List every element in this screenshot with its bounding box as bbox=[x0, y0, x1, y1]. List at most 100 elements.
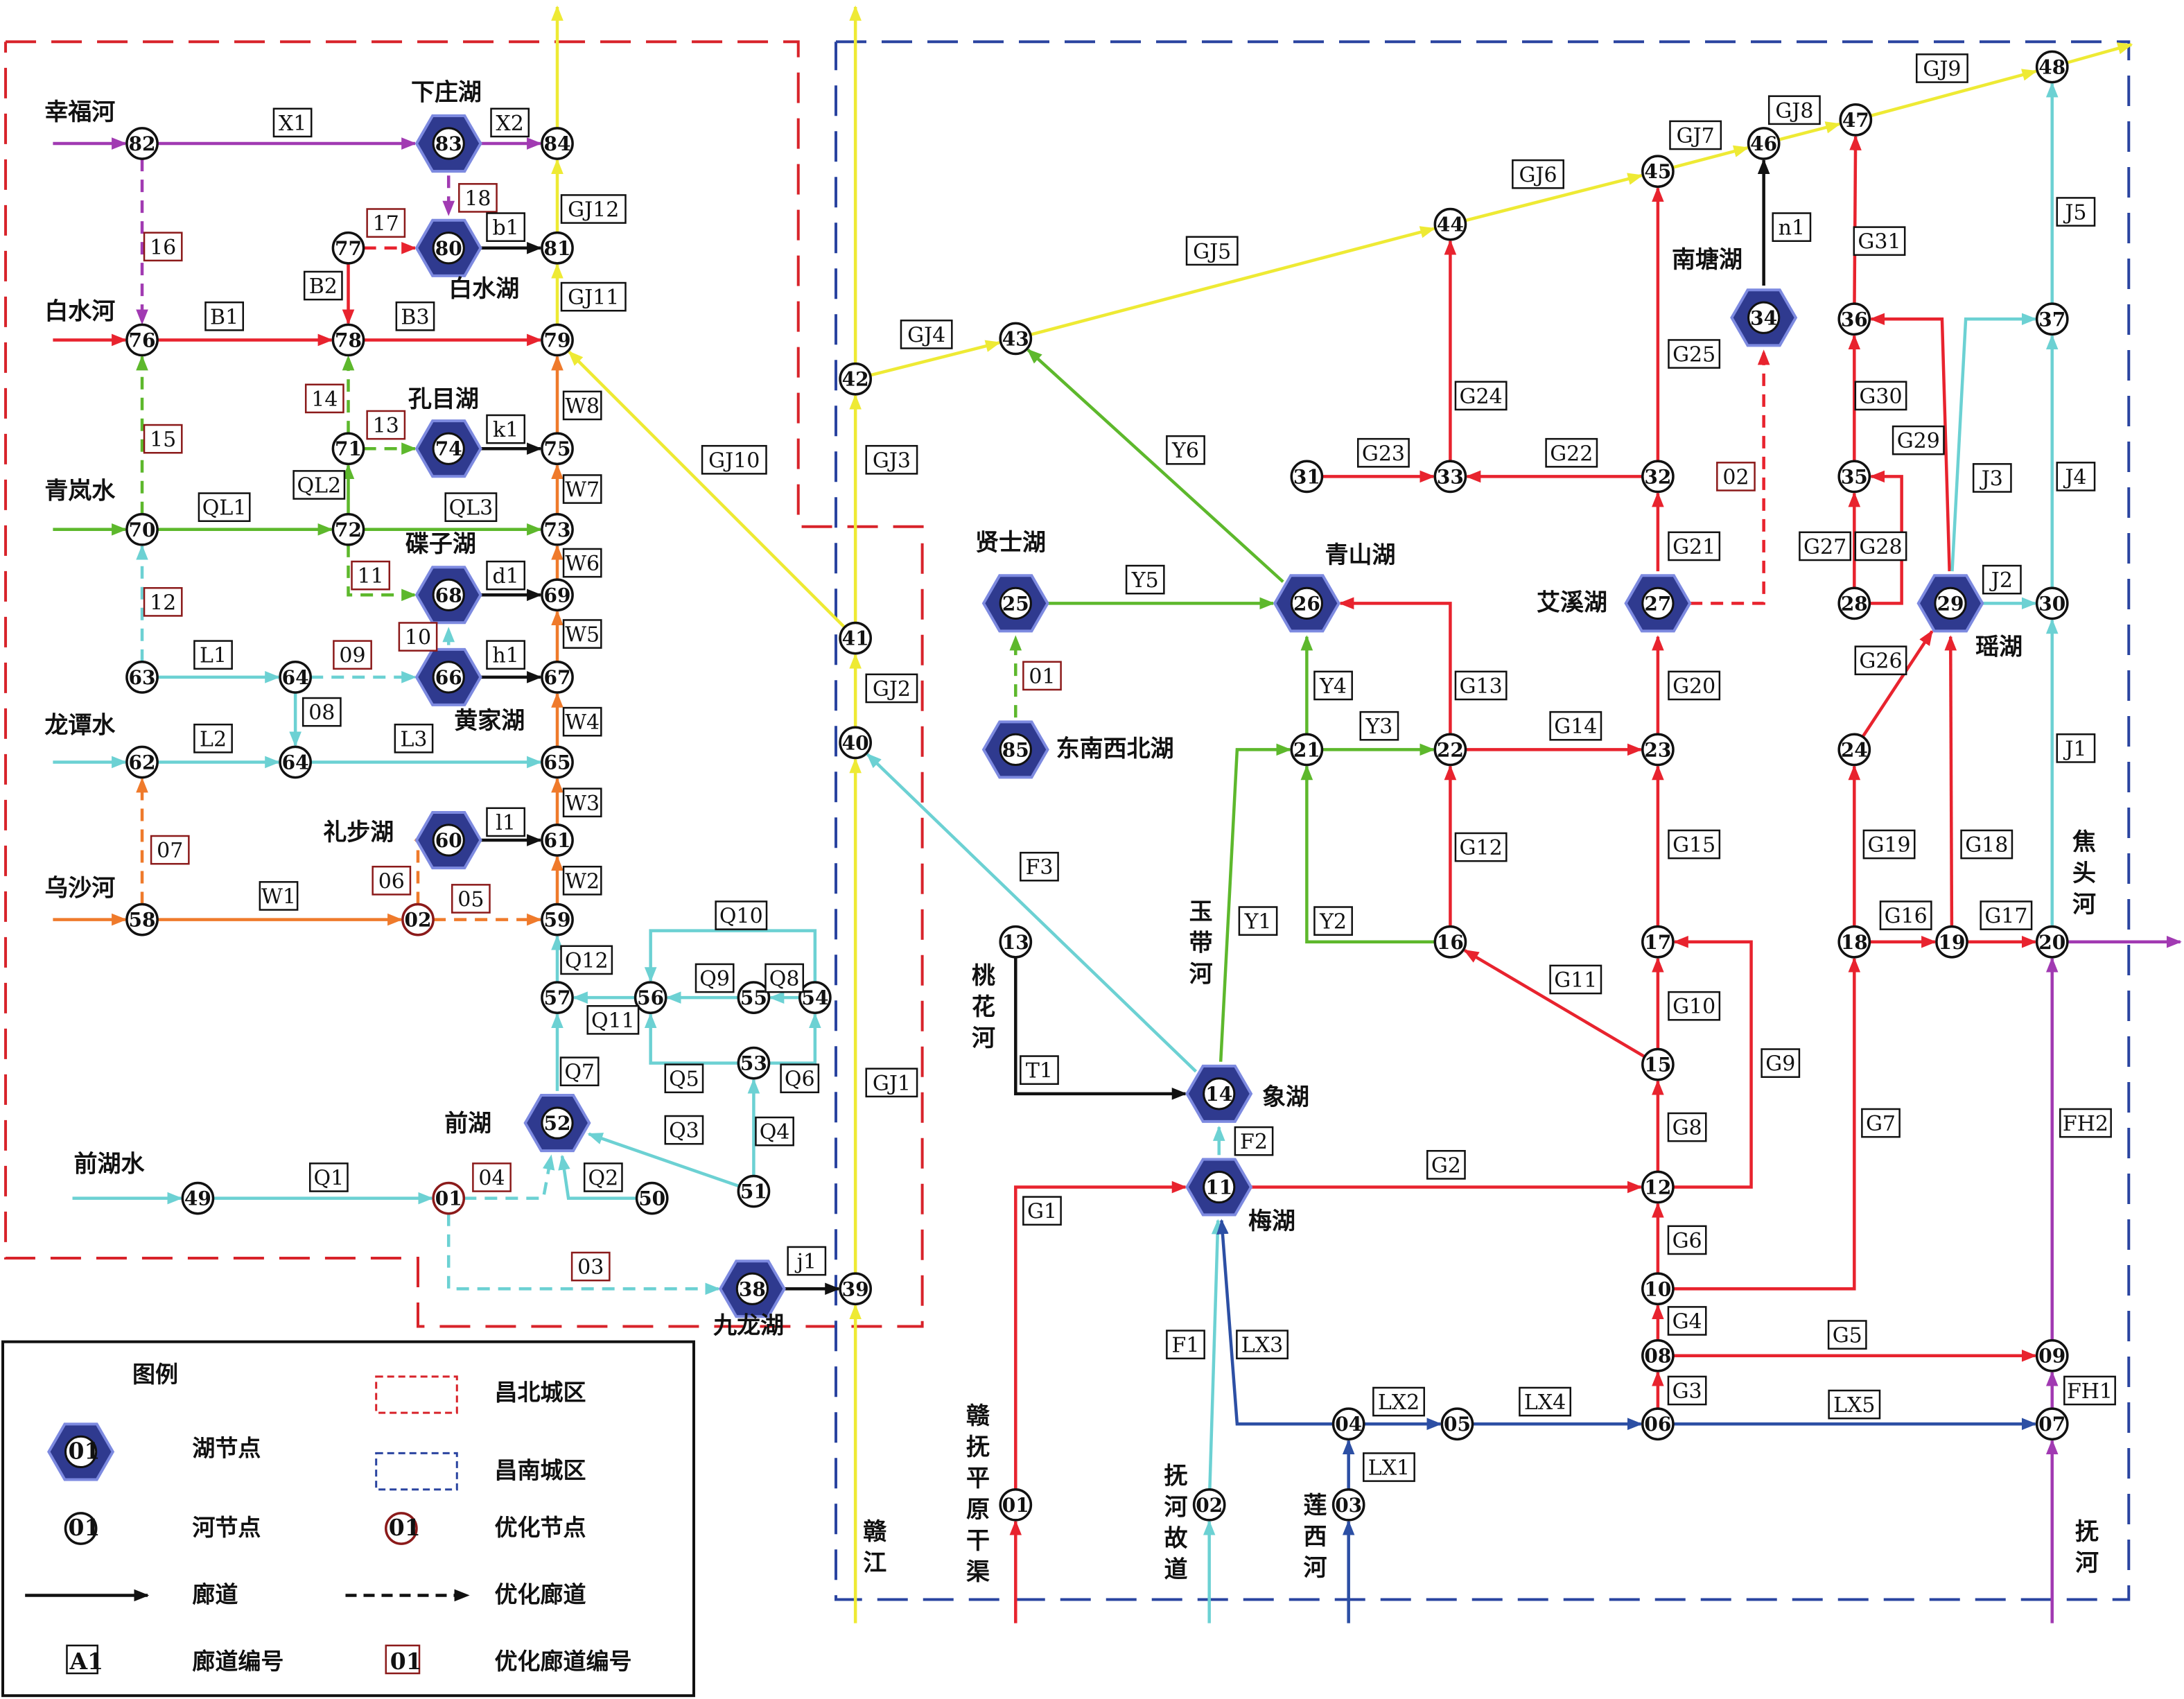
river-node-59: 59 bbox=[541, 903, 574, 936]
svg-text:65: 65 bbox=[544, 751, 571, 774]
corridor-code-l2: L2 bbox=[193, 723, 233, 753]
corridor-code-08: 08 bbox=[302, 697, 342, 727]
svg-text:02: 02 bbox=[405, 909, 432, 932]
corridor-code-text: 09 bbox=[339, 644, 365, 668]
river-node-77: 77 bbox=[331, 231, 365, 265]
svg-text:74: 74 bbox=[435, 437, 462, 460]
place-qianhushui: 前湖水 bbox=[74, 1150, 146, 1178]
corridor-code-text: J5 bbox=[2063, 201, 2086, 225]
corridor-code-text: G18 bbox=[1965, 833, 2008, 857]
river-node-01: 01 bbox=[999, 1488, 1033, 1522]
place-xiazhuanghu: 下庄湖 bbox=[411, 79, 482, 107]
corridor-code-n1: n1 bbox=[1772, 212, 1812, 242]
corridor-code-text: G16 bbox=[1885, 905, 1928, 929]
svg-text:带: 带 bbox=[1189, 930, 1213, 957]
lake-node-38: 38 bbox=[718, 1260, 786, 1318]
corridor-code-f2: F2 bbox=[1234, 1126, 1274, 1156]
river-node-16: 16 bbox=[1433, 925, 1467, 959]
river-node-22: 22 bbox=[1433, 733, 1467, 767]
svg-text:06: 06 bbox=[1644, 1413, 1671, 1436]
svg-text:焦: 焦 bbox=[2072, 828, 2096, 856]
legend-north-zone: 昌北城区 bbox=[495, 1379, 586, 1406]
river-node-46: 46 bbox=[1747, 127, 1781, 160]
svg-text:19: 19 bbox=[1939, 931, 1966, 954]
lake-node-11: 11 bbox=[1185, 1158, 1253, 1217]
corridor-f1 bbox=[1208, 1219, 1224, 1490]
corridor-code-gj9: GJ9 bbox=[1916, 53, 1968, 83]
corridor-code-10-opt: 10 bbox=[398, 622, 438, 652]
corridor-code-05-opt: 05 bbox=[451, 884, 491, 914]
corridor-code-text: Q5 bbox=[669, 1068, 699, 1092]
svg-text:80: 80 bbox=[435, 237, 462, 260]
lake-node-14: 14 bbox=[1185, 1064, 1253, 1123]
south-zone-boundary bbox=[835, 40, 2131, 1601]
corridor-code-text: G7 bbox=[1866, 1112, 1896, 1136]
corridor-code-g10: G10 bbox=[1668, 991, 1721, 1021]
lake-node-83: 83 bbox=[414, 114, 482, 173]
corridor-code-text: W7 bbox=[565, 478, 600, 503]
corridor-code-text: G9 bbox=[1765, 1052, 1795, 1077]
svg-text:干: 干 bbox=[966, 1527, 990, 1555]
place-lianxihe: 莲西河 bbox=[1303, 1492, 1327, 1582]
svg-text:37: 37 bbox=[2038, 308, 2065, 331]
corridor-code-text: W5 bbox=[565, 623, 600, 647]
corridor-code-gj5: GJ5 bbox=[1185, 236, 1239, 266]
river-node-18: 18 bbox=[1837, 925, 1871, 959]
svg-text:30: 30 bbox=[2038, 592, 2065, 615]
svg-text:河: 河 bbox=[1164, 1494, 1187, 1522]
svg-text:抚: 抚 bbox=[2075, 1518, 2099, 1546]
corridor-gj6 bbox=[1465, 173, 1643, 223]
svg-text:60: 60 bbox=[435, 829, 462, 852]
corridor-code-lx4: LX4 bbox=[1519, 1386, 1572, 1417]
river-node-73: 73 bbox=[541, 512, 574, 546]
river-node-06: 06 bbox=[1641, 1407, 1675, 1441]
corridor-code-text: W6 bbox=[565, 552, 600, 576]
corridor-code-g6: G6 bbox=[1667, 1225, 1707, 1255]
corridor-code-text: 13 bbox=[373, 414, 399, 438]
river-node-03: 03 bbox=[1331, 1488, 1365, 1522]
corridor-code-text: J2 bbox=[1989, 568, 2013, 593]
corridor-code-text: GJ11 bbox=[568, 286, 619, 310]
corridor-code-text: G5 bbox=[1833, 1324, 1862, 1348]
north-zone-boundary bbox=[4, 40, 924, 1328]
svg-text:10: 10 bbox=[1644, 1278, 1671, 1300]
river-node-20: 20 bbox=[2035, 925, 2069, 959]
corridor-code-w2: W2 bbox=[562, 865, 602, 896]
river-node-32: 32 bbox=[1641, 460, 1675, 494]
lake-node-26: 26 bbox=[1273, 574, 1340, 633]
corridor-code-gj11: GJ11 bbox=[560, 281, 627, 312]
corridor-code-text: G10 bbox=[1672, 995, 1715, 1019]
svg-text:幸福河: 幸福河 bbox=[44, 98, 115, 126]
svg-text:东南西北湖: 东南西北湖 bbox=[1056, 735, 1174, 763]
corridor-code-text: 06 bbox=[378, 869, 405, 894]
river-node-78: 78 bbox=[331, 323, 365, 357]
corridor-code-g25: G25 bbox=[1668, 339, 1721, 369]
river-node-50: 50 bbox=[635, 1181, 669, 1215]
corridor-code-w1: W1 bbox=[259, 881, 299, 911]
place-xianghu: 象湖 bbox=[1262, 1083, 1309, 1111]
corridor-code-text: 11 bbox=[358, 564, 384, 589]
corridor-code-text: LX4 bbox=[1524, 1391, 1566, 1415]
svg-text:64: 64 bbox=[282, 751, 309, 774]
river-node-43: 43 bbox=[999, 322, 1033, 356]
svg-text:46: 46 bbox=[1750, 132, 1777, 155]
corridor-code-15-opt: 15 bbox=[143, 424, 183, 454]
svg-text:61: 61 bbox=[544, 829, 571, 852]
svg-text:02: 02 bbox=[1196, 1494, 1223, 1517]
corridor-code-09-opt: 09 bbox=[333, 640, 372, 670]
corridor-code-text: h1 bbox=[492, 644, 518, 668]
river-node-41: 41 bbox=[839, 621, 873, 655]
corridor-code-y5: Y5 bbox=[1125, 564, 1165, 595]
place-diezihu: 碟子湖 bbox=[405, 530, 476, 558]
svg-text:77: 77 bbox=[335, 237, 362, 260]
corridor-gj5 bbox=[1030, 226, 1436, 336]
svg-text:玉: 玉 bbox=[1189, 898, 1213, 926]
river-node-19: 19 bbox=[1935, 925, 1968, 959]
corridor-code-text: G15 bbox=[1672, 833, 1715, 857]
corridor-code-text: Q2 bbox=[588, 1166, 618, 1190]
corridor-code-b1: B1 bbox=[204, 301, 244, 331]
svg-text:河: 河 bbox=[2072, 891, 2096, 918]
svg-text:黄家湖: 黄家湖 bbox=[454, 707, 525, 735]
corridor-j3 bbox=[1950, 313, 2037, 572]
